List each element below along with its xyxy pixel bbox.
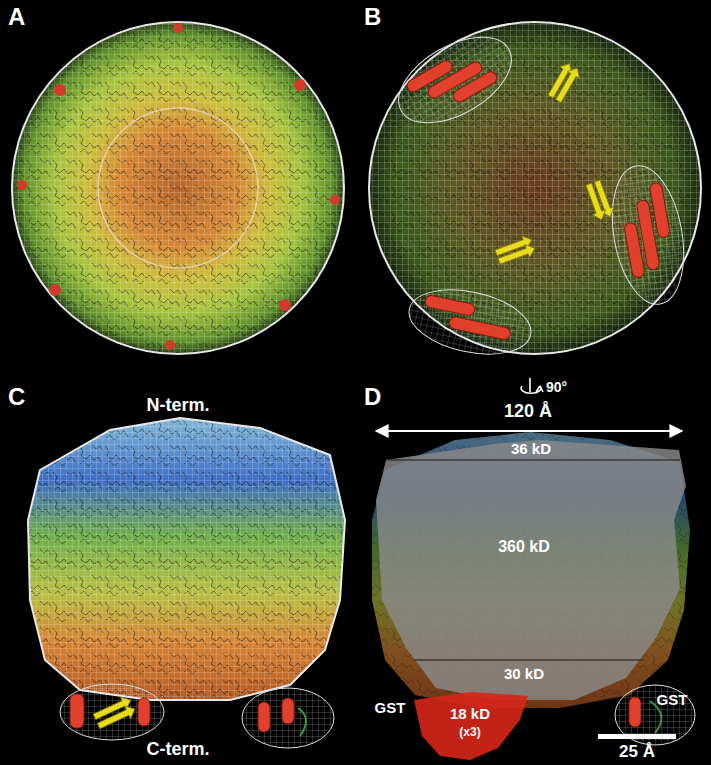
panel-letter: C xyxy=(8,384,25,410)
domain-label: GST xyxy=(375,700,406,717)
mass-label: 36 kD xyxy=(511,441,551,458)
mass-label: (x3) xyxy=(459,726,480,739)
panel-letter: A xyxy=(8,4,25,30)
scale-label: 25 Å xyxy=(619,743,655,762)
domain-label: GST xyxy=(657,692,688,709)
terminus-label: N-term. xyxy=(146,396,209,416)
mass-label: 18 kD xyxy=(450,706,490,723)
panel-letter: B xyxy=(364,4,381,30)
panel-letter: D xyxy=(364,384,381,410)
c-terminal-density: 18 kD (x3) xyxy=(410,690,532,762)
rotation-label: 90° xyxy=(546,380,567,395)
mass-label: 30 kD xyxy=(504,666,544,683)
subunit-density: 36 kD 360 kD 30 kD xyxy=(374,438,688,704)
dimension-label: 120 Å xyxy=(504,402,552,422)
mass-label: 360 kD xyxy=(498,538,550,556)
terminus-label: C-term. xyxy=(146,740,209,760)
node-outline xyxy=(374,438,688,704)
